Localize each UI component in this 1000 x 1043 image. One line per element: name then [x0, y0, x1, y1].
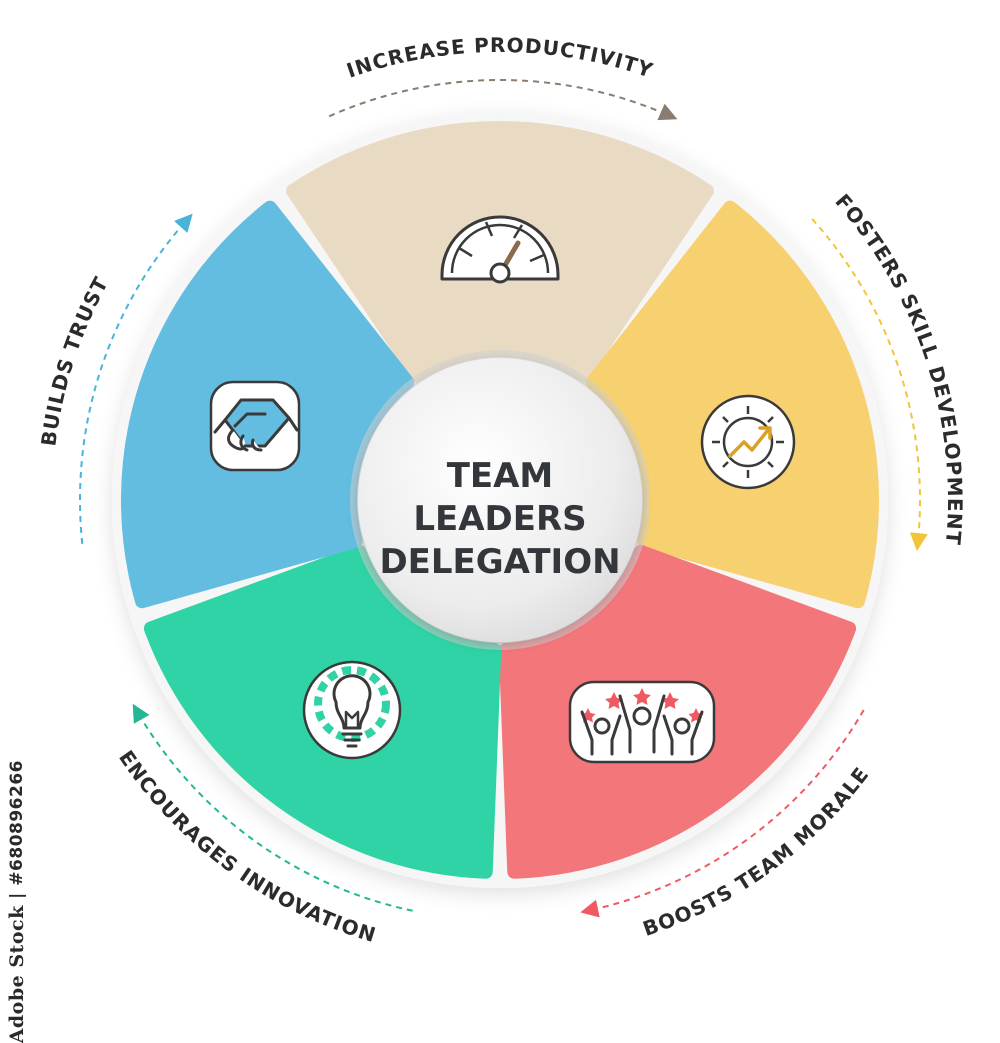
watermark-logo: Adobe Stock — [6, 905, 28, 1043]
label-trust: BUILDS TRUST — [36, 272, 113, 447]
arrow-productivity — [328, 79, 678, 121]
label-productivity: INCREASE PRODUCTIVITY — [343, 33, 656, 83]
stock-watermark: Adobe Stock | #680896266 — [6, 760, 28, 1043]
lightbulb-gear-icon — [302, 660, 402, 760]
label-text-productivity: INCREASE PRODUCTIVITY — [343, 33, 655, 83]
arrow-skill — [811, 218, 928, 552]
watermark-number: #680896266 — [7, 760, 27, 886]
center-title-line-1: TEAM — [447, 456, 554, 496]
cheering-team-icon — [568, 680, 716, 764]
center-hub: TEAM LEADERS DELEGATION — [350, 350, 650, 650]
center-circle — [358, 358, 642, 642]
label-text-trust: BUILDS TRUST — [36, 272, 112, 447]
center-title-line-2: LEADERS — [413, 499, 586, 539]
watermark-separator: | — [7, 892, 27, 899]
arrow-trust — [79, 213, 193, 545]
gear-growth-icon — [700, 394, 796, 490]
arrow-innovation — [132, 703, 413, 912]
center-title-line-3: DELEGATION — [379, 542, 620, 582]
arrow-morale — [580, 709, 865, 918]
handshake-icon — [209, 380, 301, 472]
arrows-layer — [79, 79, 928, 918]
gauge-icon — [440, 215, 560, 284]
